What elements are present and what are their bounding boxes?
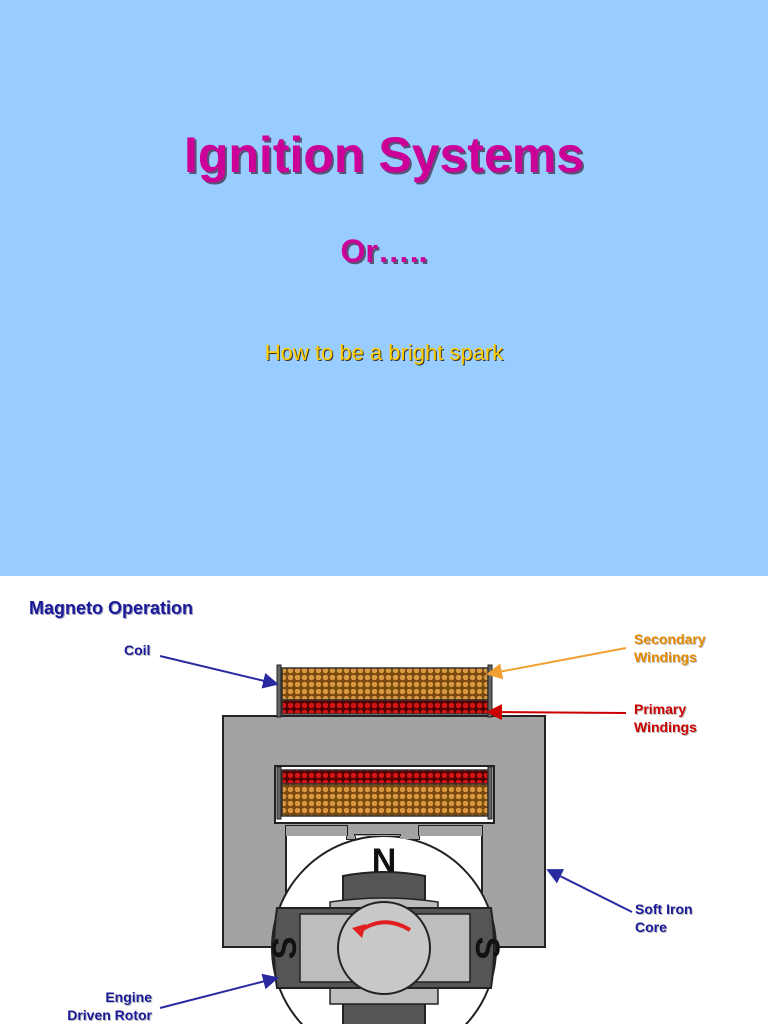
primary-windings-arrow [486, 704, 627, 721]
diagram-title: Magneto Operation [29, 598, 194, 618]
magneto-diagram: N S S [159, 647, 633, 1024]
secondary-windings-arrow [486, 647, 627, 680]
soft-iron-core-arrow [546, 869, 633, 913]
coil-label: Coil [124, 642, 151, 658]
pole-south-right-label: S [468, 937, 506, 960]
slide-title: Ignition Systems [183, 127, 585, 183]
soft-iron-core-label: Soft Iron Core [635, 901, 693, 935]
primary-windings-label: Primary Windings [634, 701, 697, 735]
secondary-windings-label: Secondary Windings [634, 631, 706, 665]
rotor-arrow [159, 973, 279, 1009]
pole-north-label: N [372, 842, 397, 880]
lower-coil [276, 766, 493, 820]
slide-subtitle: Or….. [340, 233, 428, 269]
engine-driven-rotor-label: Engine Driven Rotor [67, 989, 152, 1023]
pole-south-left-label: S [266, 937, 304, 960]
slide-tagline: How to be a bright spark [264, 340, 504, 365]
engine-driven-rotor [273, 871, 495, 1024]
magneto-slide: N S S Magneto Operation Coil Secondary W… [0, 576, 768, 1024]
upper-coil [276, 664, 493, 718]
title-slide: Ignition Systems Or….. How to be a brigh… [0, 0, 768, 576]
coil-arrow [159, 655, 279, 689]
